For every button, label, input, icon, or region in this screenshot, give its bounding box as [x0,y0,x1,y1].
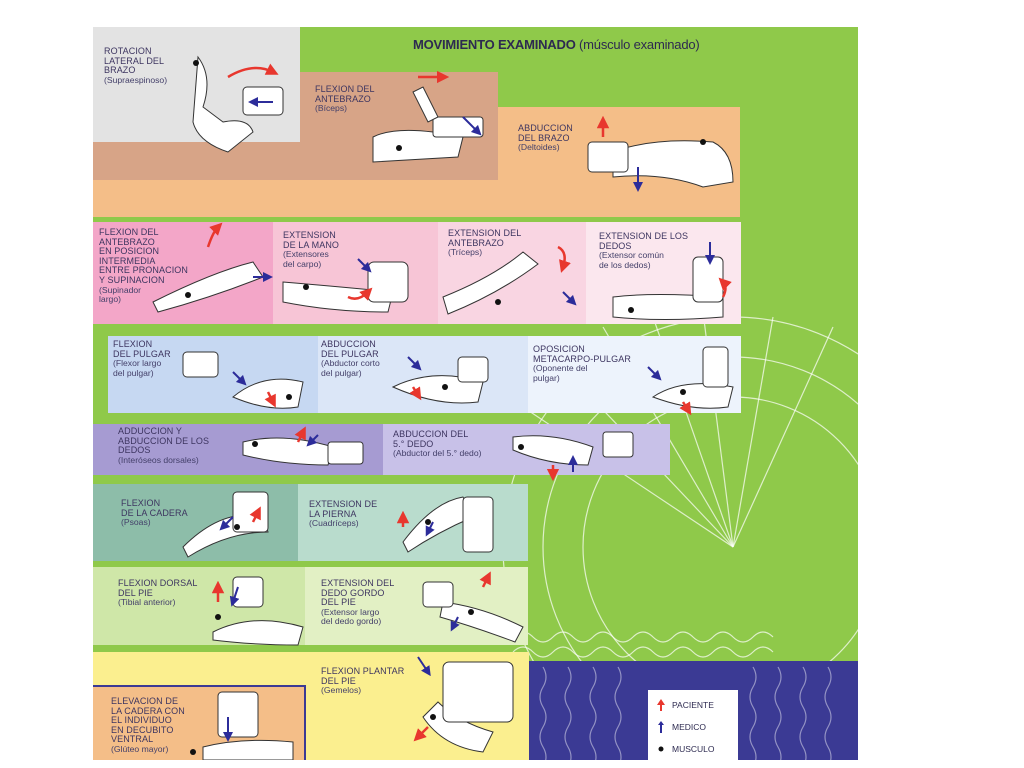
main-title: MOVIMIENTO EXAMINADO (músculo examinado) [413,37,700,52]
legend-item-medico: MEDICO [656,720,706,734]
diagram-page: MOVIMIENTO EXAMINADO (músculo examinado) [93,27,858,760]
illustration-layer [152,55,734,760]
row-1-filler-a [93,142,300,180]
blue-arrow-icon [658,721,664,733]
legend-item-paciente: PACIENTE [656,698,714,712]
row-1-filler-b [93,180,498,215]
red-arrow-icon [657,699,665,711]
panel-abduccion-pulgar [318,336,528,413]
legend-item-musculo: MUSCULO [656,742,715,756]
legend: PACIENTE MEDICO MUSCULO [648,690,738,760]
dot-icon [658,746,664,752]
title-subtitle: (músculo examinado) [579,37,700,52]
legend-label-paciente: PACIENTE [672,700,714,710]
legend-label-medico: MEDICO [672,722,706,732]
legend-label-musculo: MUSCULO [672,744,715,754]
title-text: MOVIMIENTO EXAMINADO [413,37,576,52]
